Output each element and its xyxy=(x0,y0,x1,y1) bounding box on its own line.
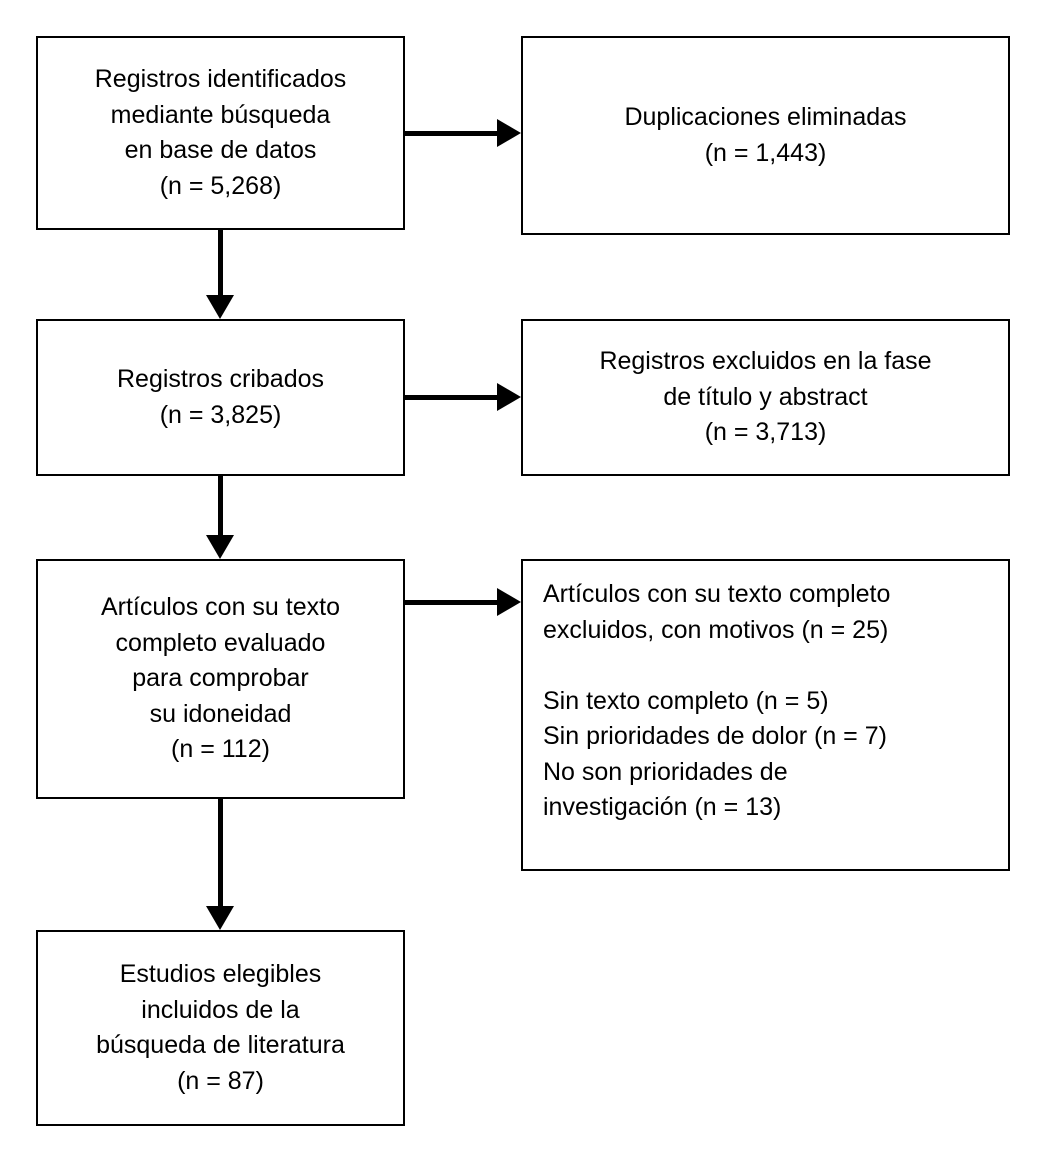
arrow-head-right-icon xyxy=(497,119,521,147)
box-excluded-title-abstract-text: Registros excluidos en la fase de título… xyxy=(599,347,932,447)
box-fulltext-assessed: Artículos con su texto completo evaluado… xyxy=(36,559,405,799)
arrow-head-right-icon xyxy=(497,588,521,616)
arrow-shaft xyxy=(405,131,499,136)
box-records-identified-text: Registros identificados mediante búsqued… xyxy=(94,65,347,200)
box-excluded-title-abstract: Registros excluidos en la fase de título… xyxy=(521,319,1010,476)
arrow-shaft xyxy=(405,600,499,605)
arrow-head-down-icon xyxy=(206,906,234,930)
box-studies-included-text: Estudios elegibles incluidos de la búsqu… xyxy=(96,960,345,1095)
arrow-shaft xyxy=(218,230,223,297)
arrow-head-right-icon xyxy=(497,383,521,411)
arrow-shaft xyxy=(405,395,499,400)
box-fulltext-excluded-text: Artículos con su texto completo excluido… xyxy=(543,580,891,821)
box-fulltext-excluded: Artículos con su texto completo excluido… xyxy=(521,559,1010,871)
arrow-head-down-icon xyxy=(206,535,234,559)
box-duplicates-removed-text: Duplicaciones eliminadas (n = 1,443) xyxy=(624,103,907,167)
box-records-identified: Registros identificados mediante búsqued… xyxy=(36,36,405,230)
box-studies-included: Estudios elegibles incluidos de la búsqu… xyxy=(36,930,405,1126)
box-records-screened-text: Registros cribados (n = 3,825) xyxy=(116,365,325,429)
arrow-shaft xyxy=(218,799,223,908)
box-duplicates-removed: Duplicaciones eliminadas (n = 1,443) xyxy=(521,36,1010,235)
box-fulltext-assessed-text: Artículos con su texto completo evaluado… xyxy=(100,593,340,764)
box-records-screened: Registros cribados (n = 3,825) xyxy=(36,319,405,476)
arrow-shaft xyxy=(218,476,223,537)
arrow-head-down-icon xyxy=(206,295,234,319)
